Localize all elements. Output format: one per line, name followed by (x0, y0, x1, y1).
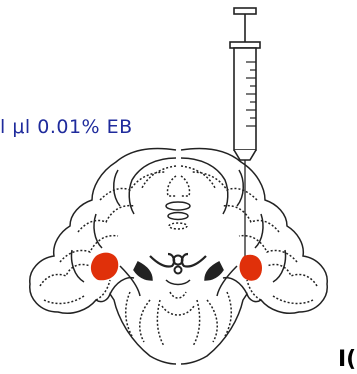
injection-label: l μl 0.01% EB (0, 116, 190, 138)
corner-text: I( (338, 347, 356, 372)
lesion-left (91, 253, 118, 281)
brain-coronal-section (30, 149, 327, 365)
lesion-right (240, 255, 263, 281)
syringe-icon (230, 8, 260, 268)
